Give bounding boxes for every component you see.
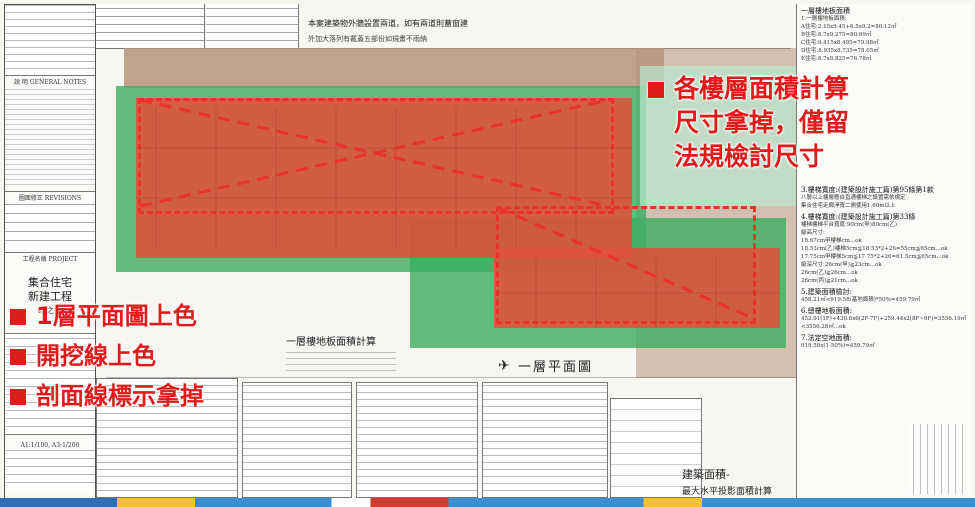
dashed-outline-main — [138, 98, 614, 214]
project-name-2: 新建工程 — [28, 290, 72, 303]
project-name-1: 集合住宅 — [28, 276, 72, 289]
project-box: 工程名稱 PROJECT 集合住宅 新建工程 峨之園 — [5, 253, 95, 334]
annotation-bl-3: 剖面線標示拿掉 — [36, 382, 204, 410]
floor-plan: 一層樓地板面積計算 ✈ 一層平面圖 — [96, 48, 796, 378]
site-area-top — [124, 48, 664, 88]
table-4 — [482, 382, 608, 498]
color-strip — [0, 498, 975, 507]
general-notes-label: 說 明 GENERAL NOTES — [13, 79, 87, 86]
scale-box: A1:1/100, A3:1/200 — [5, 441, 95, 507]
project-label: 工程名稱 PROJECT — [22, 256, 78, 263]
bullet-icon — [10, 349, 26, 365]
north-arrow-icon: ✈ — [498, 358, 510, 374]
top-note-2: 外加大落列有戴蓋五部份如規畫不雨納 — [308, 35, 427, 43]
general-notes: 說 明 GENERAL NOTES — [5, 76, 95, 192]
title-block: 說 明 GENERAL NOTES 圖面修正 REVISIONS 工程名稱 PR… — [4, 4, 96, 500]
annotation-tr-3: 法規檢討尺寸 — [674, 142, 825, 171]
bullet-icon — [10, 389, 26, 405]
project-name-3: 峨之園 — [38, 306, 62, 315]
bullet-icon — [10, 309, 26, 325]
scale-label: A1:1/100, A3:1/200 — [20, 442, 80, 449]
annotation-bottom-left: 1層平面圖上色 開挖線上色 剖面線標示拿掉 — [10, 296, 204, 416]
revisions-label: 圖面修正 REVISIONS — [18, 195, 82, 202]
floor-area-title: 一層樓地板面積計算 — [286, 337, 376, 348]
bottom-tables: 建築面積- 最大水平投影面積計算 — [96, 378, 796, 498]
dashed-outline-wing — [496, 206, 756, 324]
annotation-top-right: 各樓層面積計算 尺寸拿掉，僅留 法規檢討尺寸 — [648, 72, 849, 174]
top-note-strip: 本案建築物外牆設置兩道，如有兩道則蓋窗建 外加大落列有戴蓋五部份如規畫不雨納 — [96, 4, 791, 49]
plan-title: 一層平面圖 — [518, 360, 594, 375]
floor-area-wing — [494, 248, 780, 328]
annotation-bl-2: 開挖線上色 — [36, 342, 156, 370]
plan-lines — [106, 98, 796, 378]
calc-heading: 一層樓地板面積 — [801, 7, 850, 15]
annotation-tr-1: 各樓層面積計算 — [674, 74, 850, 103]
table-3 — [356, 382, 478, 498]
annotation-bl-1: 1層平面圖上色 — [36, 302, 197, 330]
table-5 — [610, 398, 702, 498]
bullet-icon — [648, 82, 664, 98]
top-note-1: 本案建築物外牆設置兩道，如有兩道則蓋窗建 — [308, 19, 468, 28]
building-area-sub: 最大水平投影面積計算 — [682, 487, 773, 497]
revisions: 圖面修正 REVISIONS — [5, 192, 95, 253]
annotation-tr-2: 尺寸拿掉，僅留 — [674, 108, 850, 137]
table-2 — [242, 382, 352, 498]
title-block-header — [5, 5, 95, 76]
table-1 — [96, 378, 238, 498]
building-area-label: 建築面積- — [682, 468, 730, 481]
area-calc-column: 一層樓地板面積 1.一層樓地板面積: A住宅:2.15x9.45+6.5x9.2… — [796, 4, 972, 498]
floor-area-main — [136, 98, 632, 258]
